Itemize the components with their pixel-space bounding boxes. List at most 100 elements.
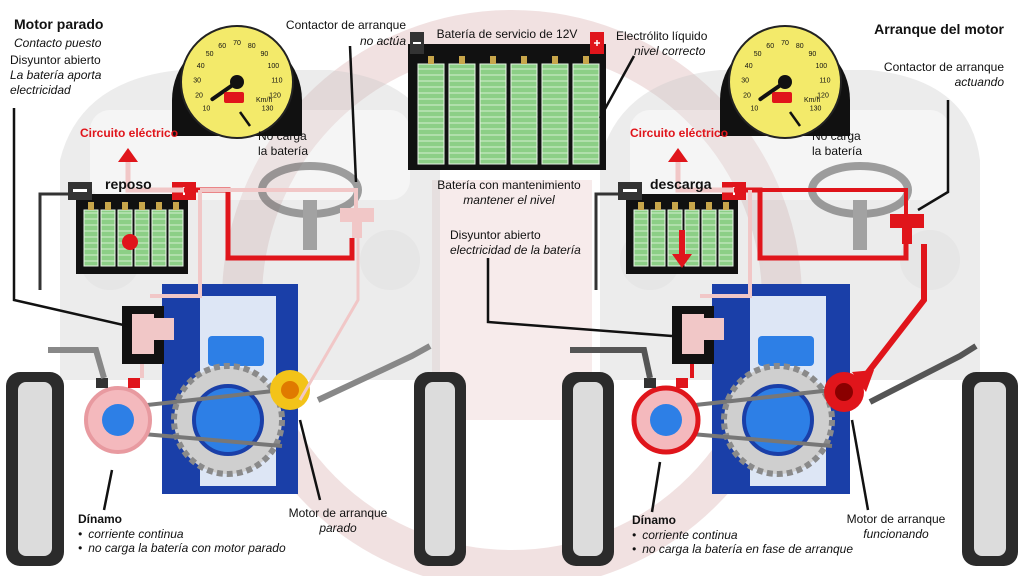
starter-motor-left	[270, 370, 310, 410]
dynamo-point-left-2: no carga la batería con motor parado	[78, 541, 285, 555]
starter-state-left: parado	[319, 521, 357, 535]
wheel-left-inner	[414, 372, 466, 566]
battery-cell	[134, 209, 150, 267]
gauge-tick-label: 110	[271, 78, 282, 85]
gauge-tick-label: 40	[745, 63, 753, 70]
circuit-label-left: Circuito eléctrico	[80, 126, 179, 140]
electrolyte-title: Electrólito líquido	[616, 29, 708, 43]
gauge-tick-label: 30	[193, 78, 201, 85]
maintenance-state: mantener el nivel	[463, 193, 555, 207]
charge-note-right-2: la batería	[812, 144, 863, 158]
battery-cell-cap	[672, 202, 678, 210]
gauge-tick-label: 130	[810, 106, 822, 113]
battery-cell	[448, 63, 476, 165]
starter-contactor-left	[340, 208, 374, 238]
gauge-tick-label: 110	[819, 78, 830, 85]
gauge-tick-label: 10	[751, 106, 759, 113]
battery-cell	[541, 63, 569, 165]
battery-rest	[68, 182, 196, 274]
dynamo-title-left: Dínamo	[78, 512, 123, 526]
battery-warning-icon-right	[772, 92, 792, 103]
gauge-tick-label: 90	[809, 51, 817, 58]
electrolyte-state: nivel correcto	[634, 44, 706, 58]
car-silhouette-left	[60, 70, 440, 380]
circuit-label-right: Circuito eléctrico	[630, 126, 729, 140]
charge-note-left-1: No carga	[258, 129, 307, 143]
battery-cell-cap	[122, 202, 128, 210]
battery-cell	[633, 209, 649, 267]
battery-cell-cap	[655, 202, 661, 210]
battery-cell-cap	[689, 202, 695, 210]
wires-left	[38, 148, 360, 401]
battery-cell	[151, 209, 167, 267]
gauge-tick-label: 80	[248, 43, 256, 50]
battery-warning-icon	[224, 92, 244, 103]
dynamo-points-left: corriente continua no carga la batería c…	[78, 527, 286, 555]
gauge-tick-label: 10	[203, 106, 211, 113]
battery-cell-cap	[706, 202, 712, 210]
maintenance-title: Batería con mantenimiento	[437, 178, 581, 192]
battery-cell-cap	[552, 56, 558, 64]
starter-state-right: funcionando	[863, 527, 929, 541]
gauge-tick-label: 20	[743, 93, 751, 100]
gauge-tick-label: 120	[817, 93, 829, 100]
battery-cell-cap	[521, 56, 527, 64]
dynamo-points-right: corriente continua no carga la batería e…	[632, 528, 853, 556]
battery-cell-cap	[428, 56, 434, 64]
wheel-left-outer	[6, 372, 64, 566]
wheel-right-inner	[562, 372, 614, 566]
wires-right	[594, 148, 927, 392]
gauge-tick-label: 100	[815, 63, 827, 70]
dynamo-point-right-1: corriente continua	[632, 528, 853, 542]
title-engine-stopped: Motor parado	[14, 16, 104, 32]
battery-cell	[718, 209, 734, 267]
dynamo-point-left-1: corriente continua	[78, 527, 286, 541]
battery-cell	[100, 209, 116, 267]
gauge-tick-label: 70	[233, 40, 241, 47]
gauge-tick-label: 20	[195, 93, 203, 100]
gauge-unit-left: Km/h	[256, 97, 272, 104]
gauge-tick-label: 80	[796, 43, 804, 50]
battery-cell	[572, 63, 600, 165]
battery-state-rest: reposo	[105, 176, 152, 192]
gauge-tick-label: 90	[261, 51, 269, 58]
breaker-state-right: electricidad de la batería	[450, 243, 581, 257]
circuit-breaker-right	[672, 306, 724, 364]
contactor-state-right: actuando	[954, 75, 1004, 89]
gauge-tick-label: 60	[766, 43, 774, 50]
charge-note-right-1: No carga	[812, 129, 861, 143]
state-line-ignition: Contacto puesto	[14, 36, 102, 50]
breaker-title-right: Disyuntor abierto	[450, 228, 541, 242]
gauge-tick-label: 100	[267, 63, 279, 70]
starter-contactor-right	[890, 214, 924, 244]
battery-cell-cap	[583, 56, 589, 64]
gauge-tick-label: 120	[269, 93, 281, 100]
service-battery	[408, 32, 606, 170]
battery-state-discharge: descarga	[650, 176, 712, 192]
battery-cell-cap	[105, 202, 111, 210]
gauge-tick-label: 50	[754, 51, 762, 58]
car-silhouette-right	[600, 70, 980, 380]
starter-title-right: Motor de arranque	[846, 512, 946, 526]
gauge-tick-label: 60	[218, 43, 226, 50]
contactor-title-right: Contactor de arranque	[883, 60, 1004, 74]
gauge-unit-right: Km/h	[804, 97, 820, 104]
battery-cell-cap	[88, 202, 94, 210]
battery-cell-cap	[173, 202, 179, 210]
battery-cell	[479, 63, 507, 165]
battery-cell	[510, 63, 538, 165]
starter-motor-right	[824, 372, 864, 412]
battery-cell-cap	[459, 56, 465, 64]
gauge-tick-label: 50	[206, 51, 214, 58]
flywheel-right	[667, 363, 835, 477]
title-engine-starting: Arranque del motor	[874, 21, 1004, 37]
wheel-right-outer	[962, 372, 1018, 566]
dynamo-title-right: Dínamo	[632, 513, 677, 527]
gauge-tick-label: 130	[262, 106, 274, 113]
gauge-tick-label: 40	[197, 63, 205, 70]
gauge-tick-label: 30	[741, 78, 749, 85]
